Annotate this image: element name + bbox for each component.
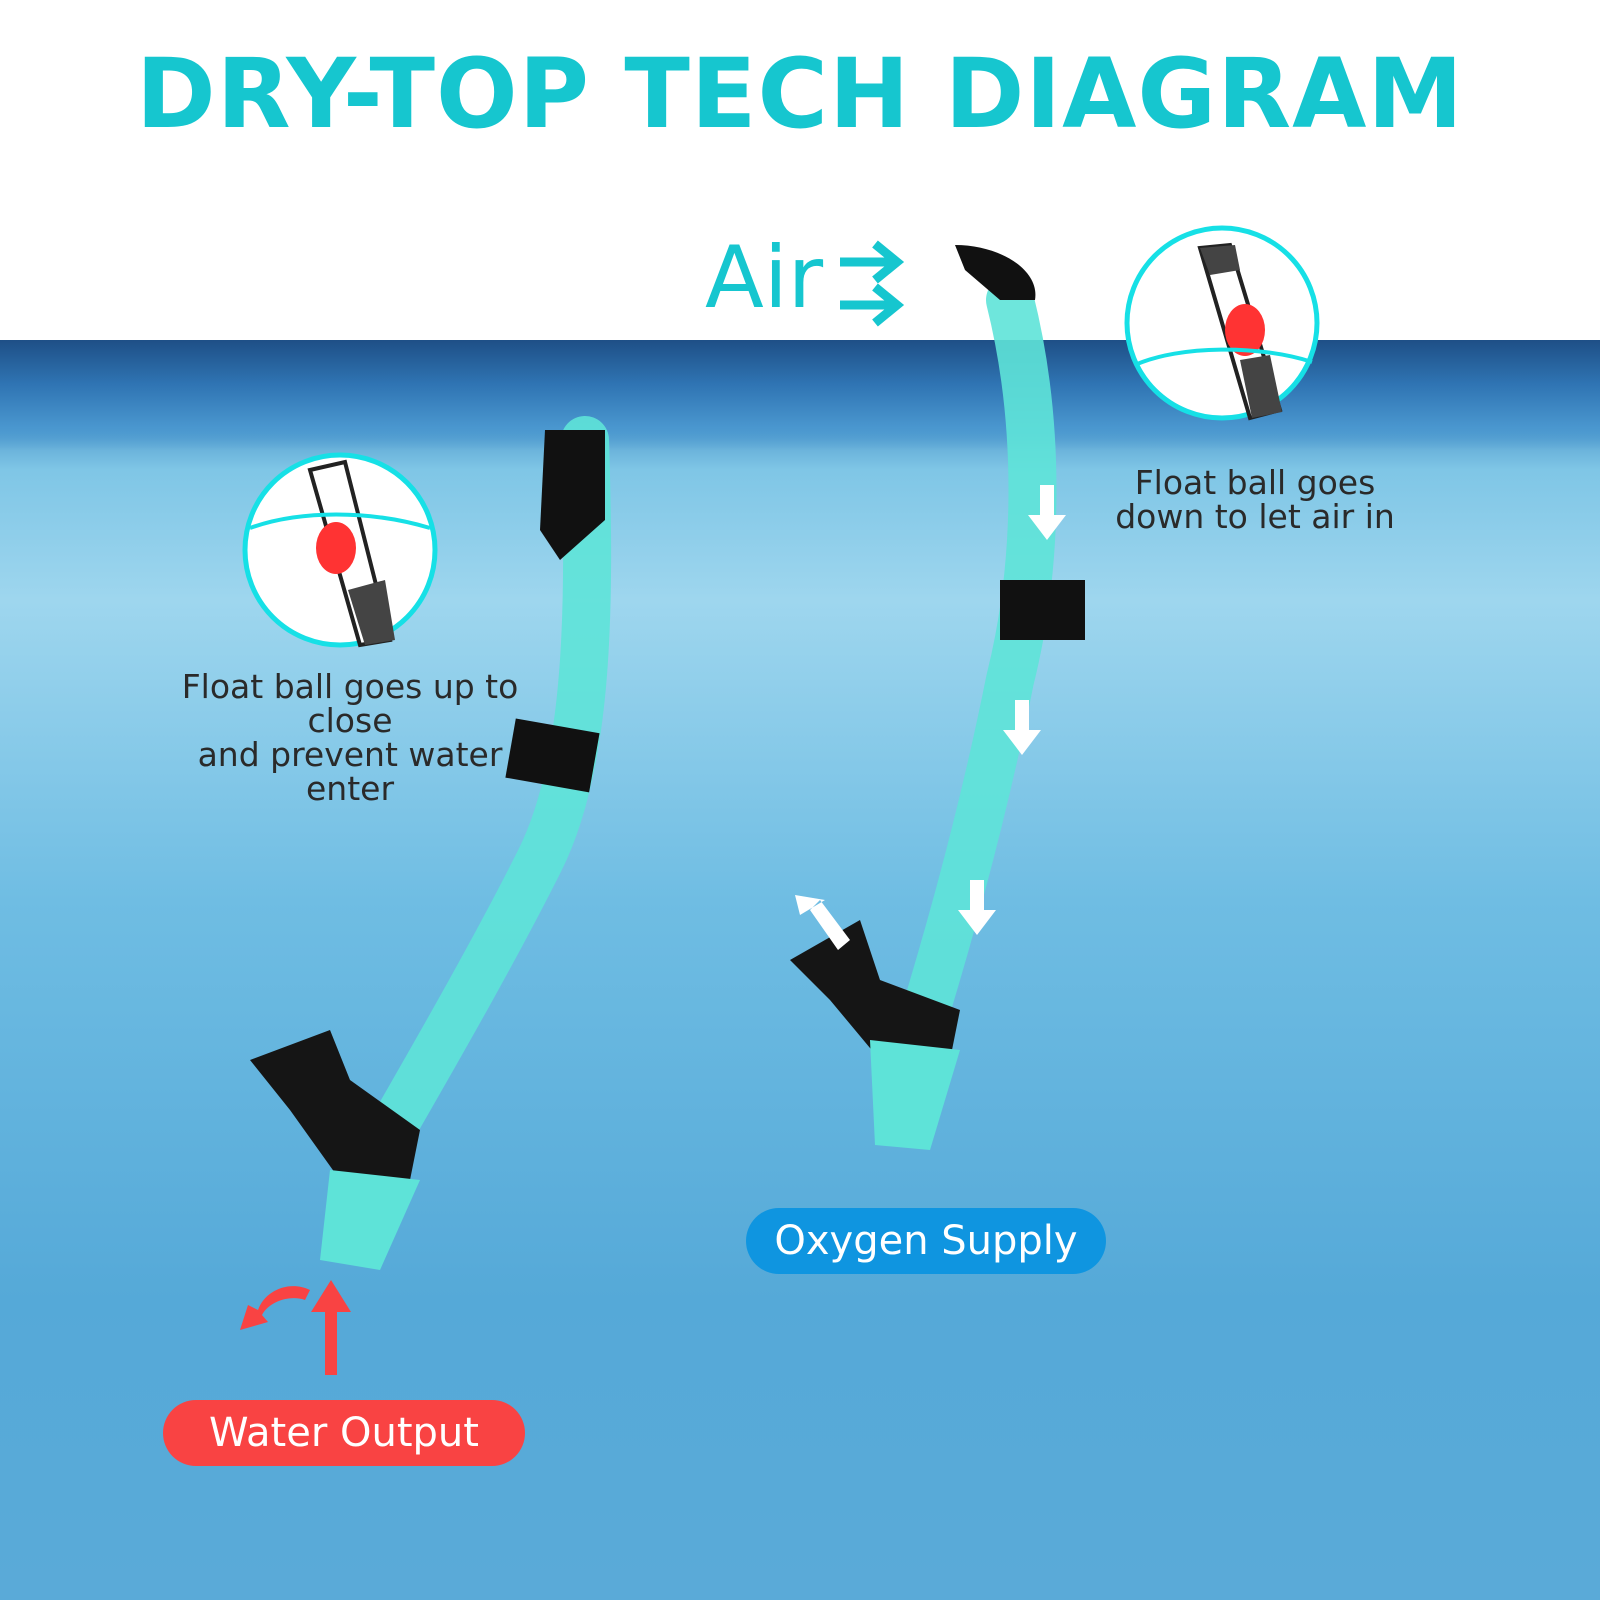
air-label: Air bbox=[705, 228, 824, 328]
water-output-label: Water Output bbox=[163, 1400, 525, 1466]
float-down-caption: Float ball goes down to let air in bbox=[1105, 466, 1405, 534]
air-arrows-icon bbox=[840, 240, 905, 327]
water-output-arrows-icon bbox=[240, 1280, 351, 1375]
float-ball-up-inset bbox=[242, 452, 438, 648]
float-ball-down-inset bbox=[1124, 225, 1320, 421]
airflow-arrows-icon bbox=[795, 485, 1066, 950]
left-snorkel bbox=[250, 416, 612, 1270]
water-surface bbox=[0, 340, 1600, 450]
caption-line: Float ball goes bbox=[1134, 463, 1376, 502]
caption-line: Float ball goes up to close bbox=[181, 667, 519, 740]
page-title: DRY-TOP TECH DIAGRAM bbox=[136, 38, 1464, 150]
caption-line: and prevent water enter bbox=[197, 735, 503, 808]
oxygen-supply-label: Oxygen Supply bbox=[746, 1208, 1106, 1274]
caption-line: down to let air in bbox=[1115, 497, 1395, 536]
right-snorkel bbox=[790, 245, 1085, 1150]
float-up-caption: Float ball goes up to close and prevent … bbox=[150, 670, 550, 806]
